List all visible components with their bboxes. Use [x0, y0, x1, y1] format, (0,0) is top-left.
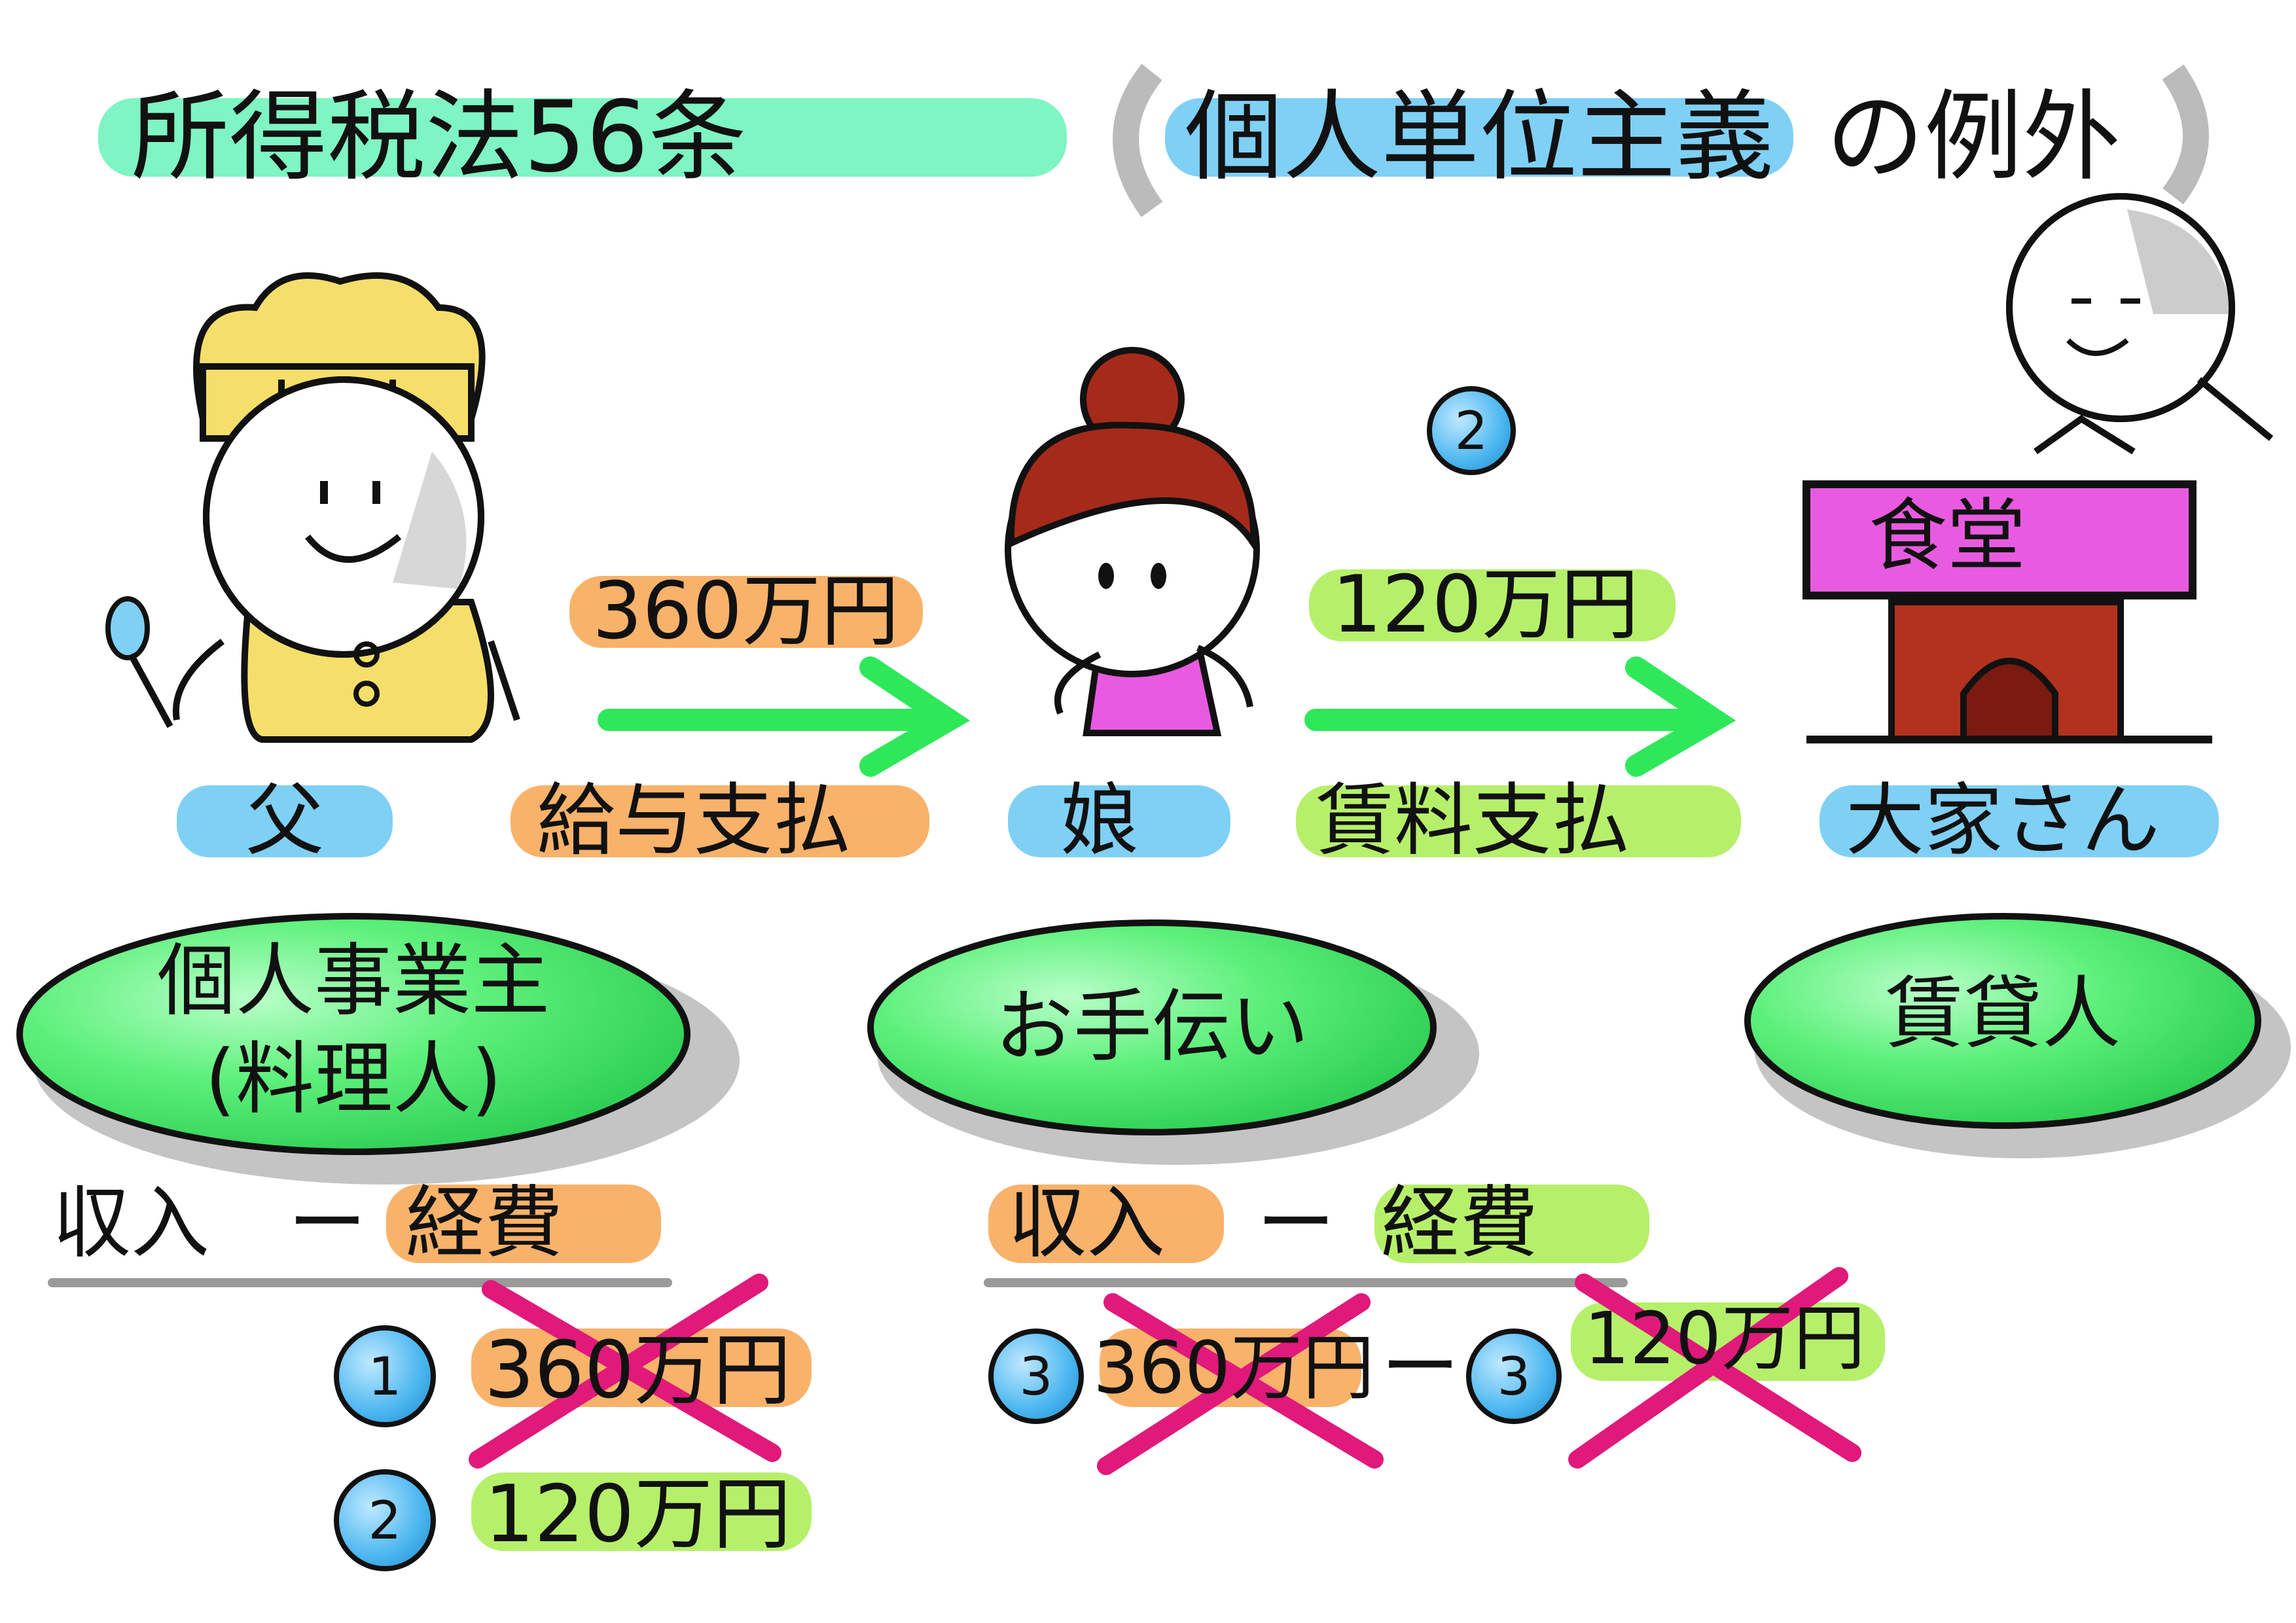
- title-emphasis: 個人単位主義: [1185, 80, 1774, 194]
- salary-label-highlight: [511, 785, 929, 857]
- father-item2-value: 120万円: [484, 1469, 792, 1560]
- title-tail: の例外: [1826, 80, 2121, 194]
- title-main: 所得税法56条: [131, 80, 747, 194]
- daughter-label-highlight: [1008, 785, 1230, 857]
- restaurant-sign: 食堂: [1869, 491, 2026, 582]
- landlord-label: 大家さん: [1846, 776, 2160, 866]
- father-income: 収入: [52, 1178, 209, 1269]
- landlord-role: 賃貸人: [1885, 969, 2121, 1060]
- father-label-highlight: [177, 785, 393, 857]
- daughter-oval: [867, 919, 1437, 1135]
- father-item1-marker: 1: [334, 1325, 436, 1427]
- rent-amount-highlight: [1309, 569, 1676, 641]
- father-expense-highlight: [386, 1185, 661, 1263]
- title-emphasis-highlight: [1165, 98, 1793, 177]
- father-oval: [16, 913, 691, 1155]
- restaurant-building: [1803, 480, 2212, 743]
- rent-amount: 120万円: [1332, 560, 1640, 651]
- title-paren-open-text: (: [1113, 88, 1151, 187]
- father-item2-highlight: [471, 1472, 812, 1551]
- rent-label: 賃料支払: [1316, 776, 1630, 866]
- daughter-item2-cross: [1568, 1267, 1861, 1469]
- daughter-figure: [1005, 347, 1260, 736]
- daughter-operator: ー: [1381, 1322, 1460, 1413]
- father-label: 父: [245, 776, 324, 866]
- landlord-oval: [1744, 913, 2261, 1129]
- father-item1-value: 360万円: [484, 1325, 792, 1416]
- landlord-figure: [2006, 193, 2274, 455]
- daughter-expense: 経費: [1381, 1178, 1538, 1269]
- daughter-role: お手伝い: [995, 982, 1309, 1073]
- daughter-income: 収入: [1008, 1178, 1165, 1269]
- father-role-line2: (料理人): [205, 1034, 502, 1125]
- salary-label: 給与支払: [537, 776, 851, 866]
- daughter-income-highlight: [988, 1185, 1224, 1263]
- daughter-item1-marker: 3: [988, 1329, 1084, 1424]
- daughter-item2-marker: 3: [1466, 1329, 1562, 1424]
- daughter-expense-highlight: [1374, 1185, 1649, 1263]
- daughter-minus: ー: [1257, 1178, 1335, 1269]
- father-minus: ー: [288, 1178, 367, 1269]
- salary-amount: 360万円: [592, 566, 900, 657]
- daughter-item1-cross: [1097, 1293, 1384, 1475]
- father-item2-marker: 2: [334, 1469, 436, 1571]
- rent-marker: 2: [1427, 386, 1516, 475]
- rent-arrow: [1304, 656, 1736, 777]
- salary-arrow: [598, 656, 971, 777]
- title-paren-close: [2162, 64, 2209, 205]
- father-expense: 経費: [406, 1178, 563, 1269]
- daughter-item2-value: 120万円: [1584, 1296, 1865, 1380]
- father-item1-cross: [469, 1274, 781, 1469]
- daughter-label: 娘: [1060, 776, 1139, 866]
- daughter-item1-value: 360万円: [1093, 1326, 1374, 1410]
- landlord-label-highlight: [1820, 785, 2219, 857]
- father-role-line1: 個人事業主: [157, 936, 550, 1027]
- title-highlight: [98, 98, 1067, 177]
- title-paren-close-text: ): [2179, 88, 2218, 187]
- salary-amount-highlight: [569, 576, 923, 648]
- title-paren-open: [1113, 63, 1163, 217]
- father-chef-figure: [105, 272, 520, 743]
- rent-label-highlight: [1296, 785, 1741, 857]
